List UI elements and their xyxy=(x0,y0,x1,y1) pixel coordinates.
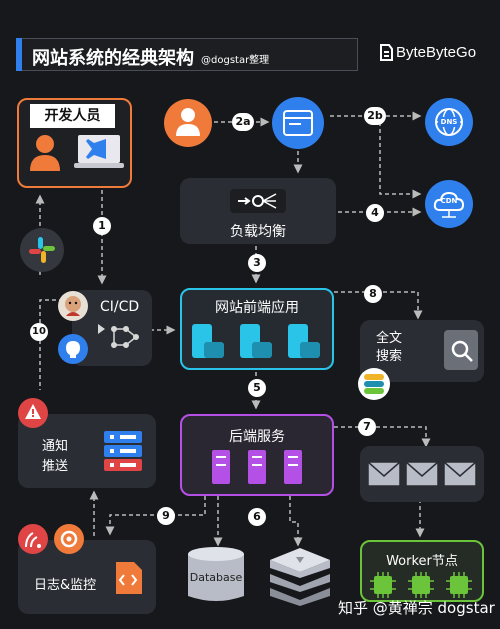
step-badge: 5 xyxy=(248,379,266,397)
search-label: 全文 搜索 xyxy=(376,331,403,364)
brand-name: ByteByteGo xyxy=(396,44,477,61)
database-label: Database xyxy=(189,571,243,584)
step-badge: 10 xyxy=(30,323,48,341)
notification-queue-icon xyxy=(104,431,142,471)
slack-bubble xyxy=(20,228,64,272)
log-file-icon xyxy=(116,562,142,594)
cdn-cloud-icon xyxy=(433,191,465,218)
user-icon xyxy=(176,108,200,136)
backend-servers-icon xyxy=(212,450,302,484)
step-badge: 2b xyxy=(364,107,386,125)
web-frontend-label: 网站前端应用 xyxy=(215,300,299,316)
page-subtitle: @dogstar整理 xyxy=(201,55,270,66)
worker-label: Worker节点 xyxy=(386,554,458,569)
user-avatar xyxy=(164,99,212,147)
vscode-laptop-icon xyxy=(74,135,124,168)
load-balancer-icon xyxy=(238,193,277,209)
database-icon xyxy=(188,547,244,601)
message-queue-icon xyxy=(368,461,477,487)
worker-chips-icon xyxy=(370,572,472,598)
grafana-icon xyxy=(60,530,78,548)
slack-icon xyxy=(29,237,55,263)
page-title: 网站系统的经典架构 xyxy=(32,48,194,69)
search-doc-bg xyxy=(444,330,478,370)
step-badge: 3 xyxy=(248,254,266,272)
developers-label: 开发人员 xyxy=(30,104,115,128)
jenkins-icon xyxy=(65,296,81,316)
redis-cache-icon xyxy=(270,548,330,606)
step-badge: 2a xyxy=(232,113,254,131)
step-badge: 7 xyxy=(358,418,376,436)
step-badge: 8 xyxy=(364,285,382,303)
title-bar xyxy=(16,38,358,71)
step-badge: 1 xyxy=(93,217,111,235)
pipeline-icon xyxy=(98,324,139,348)
frontend-servers-icon xyxy=(192,324,320,358)
dns-label: DNS xyxy=(438,117,460,127)
logging-label: 日志&监控 xyxy=(34,578,97,593)
cdn-label: CDN xyxy=(440,197,458,205)
cdn-bubble xyxy=(425,180,473,228)
notification-label: 通知 推送 xyxy=(42,439,69,474)
step-badge: 6 xyxy=(248,508,266,526)
backend-label: 后端服务 xyxy=(229,429,285,445)
elasticsearch-icon xyxy=(364,374,384,394)
watermark: 知乎 @黄禅宗 dogstar xyxy=(338,599,495,617)
developer-person-icon xyxy=(30,135,60,171)
github-icon xyxy=(66,341,80,358)
browser-icon xyxy=(283,110,313,136)
prometheus-icon xyxy=(25,532,41,548)
bytebytego-logo-icon xyxy=(380,44,393,61)
title-accent xyxy=(16,38,22,71)
load-balancer-label: 负载均衡 xyxy=(230,224,286,240)
search-magnifier-icon xyxy=(451,340,473,362)
step-badge: 9 xyxy=(157,507,175,525)
step-badge: 4 xyxy=(366,204,384,222)
alert-icon xyxy=(25,404,41,419)
cicd-label: CI/CD xyxy=(100,299,140,315)
